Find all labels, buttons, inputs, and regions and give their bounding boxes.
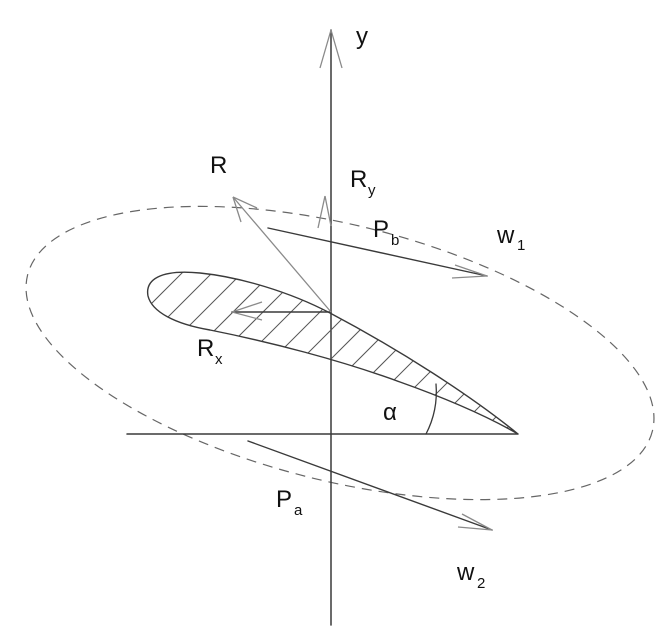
rx-label: R x: [197, 335, 223, 368]
svg-text:P: P: [373, 216, 389, 243]
y-axis-arrowhead: [319, 29, 343, 69]
airfoil-outline: [146, 271, 519, 435]
pb-label: P b: [373, 216, 399, 249]
svg-text:P: P: [276, 486, 292, 513]
alpha-label: α: [383, 399, 397, 426]
w2-arrowhead: [457, 513, 493, 531]
ry-arrowhead: [317, 195, 332, 229]
svg-text:1: 1: [517, 237, 525, 254]
svg-text:a: a: [294, 502, 303, 519]
w2-label: w 2: [456, 559, 485, 592]
svg-text:x: x: [215, 351, 223, 368]
svg-text:y: y: [368, 182, 376, 199]
alpha-angle-arc: [425, 383, 437, 435]
w1-vector-line: [267, 227, 488, 277]
circulation-ellipse: [25, 205, 655, 501]
ry-label: R y: [350, 166, 376, 199]
svg-text:b: b: [391, 232, 399, 249]
svg-text:2: 2: [477, 575, 485, 592]
svg-text:R: R: [350, 166, 367, 193]
svg-text:w: w: [456, 559, 475, 586]
w1-label: w 1: [496, 222, 525, 254]
svg-text:R: R: [197, 335, 214, 362]
r-arrowhead: [232, 196, 258, 223]
y-axis-label: y: [356, 23, 368, 50]
r-vector-line: [232, 196, 332, 313]
pa-label: P a: [276, 486, 303, 519]
svg-text:w: w: [496, 222, 515, 249]
w1-arrowhead: [451, 264, 488, 279]
w2-vector-line: [247, 440, 493, 531]
rx-arrowhead: [231, 301, 263, 321]
r-label: R: [210, 152, 227, 179]
